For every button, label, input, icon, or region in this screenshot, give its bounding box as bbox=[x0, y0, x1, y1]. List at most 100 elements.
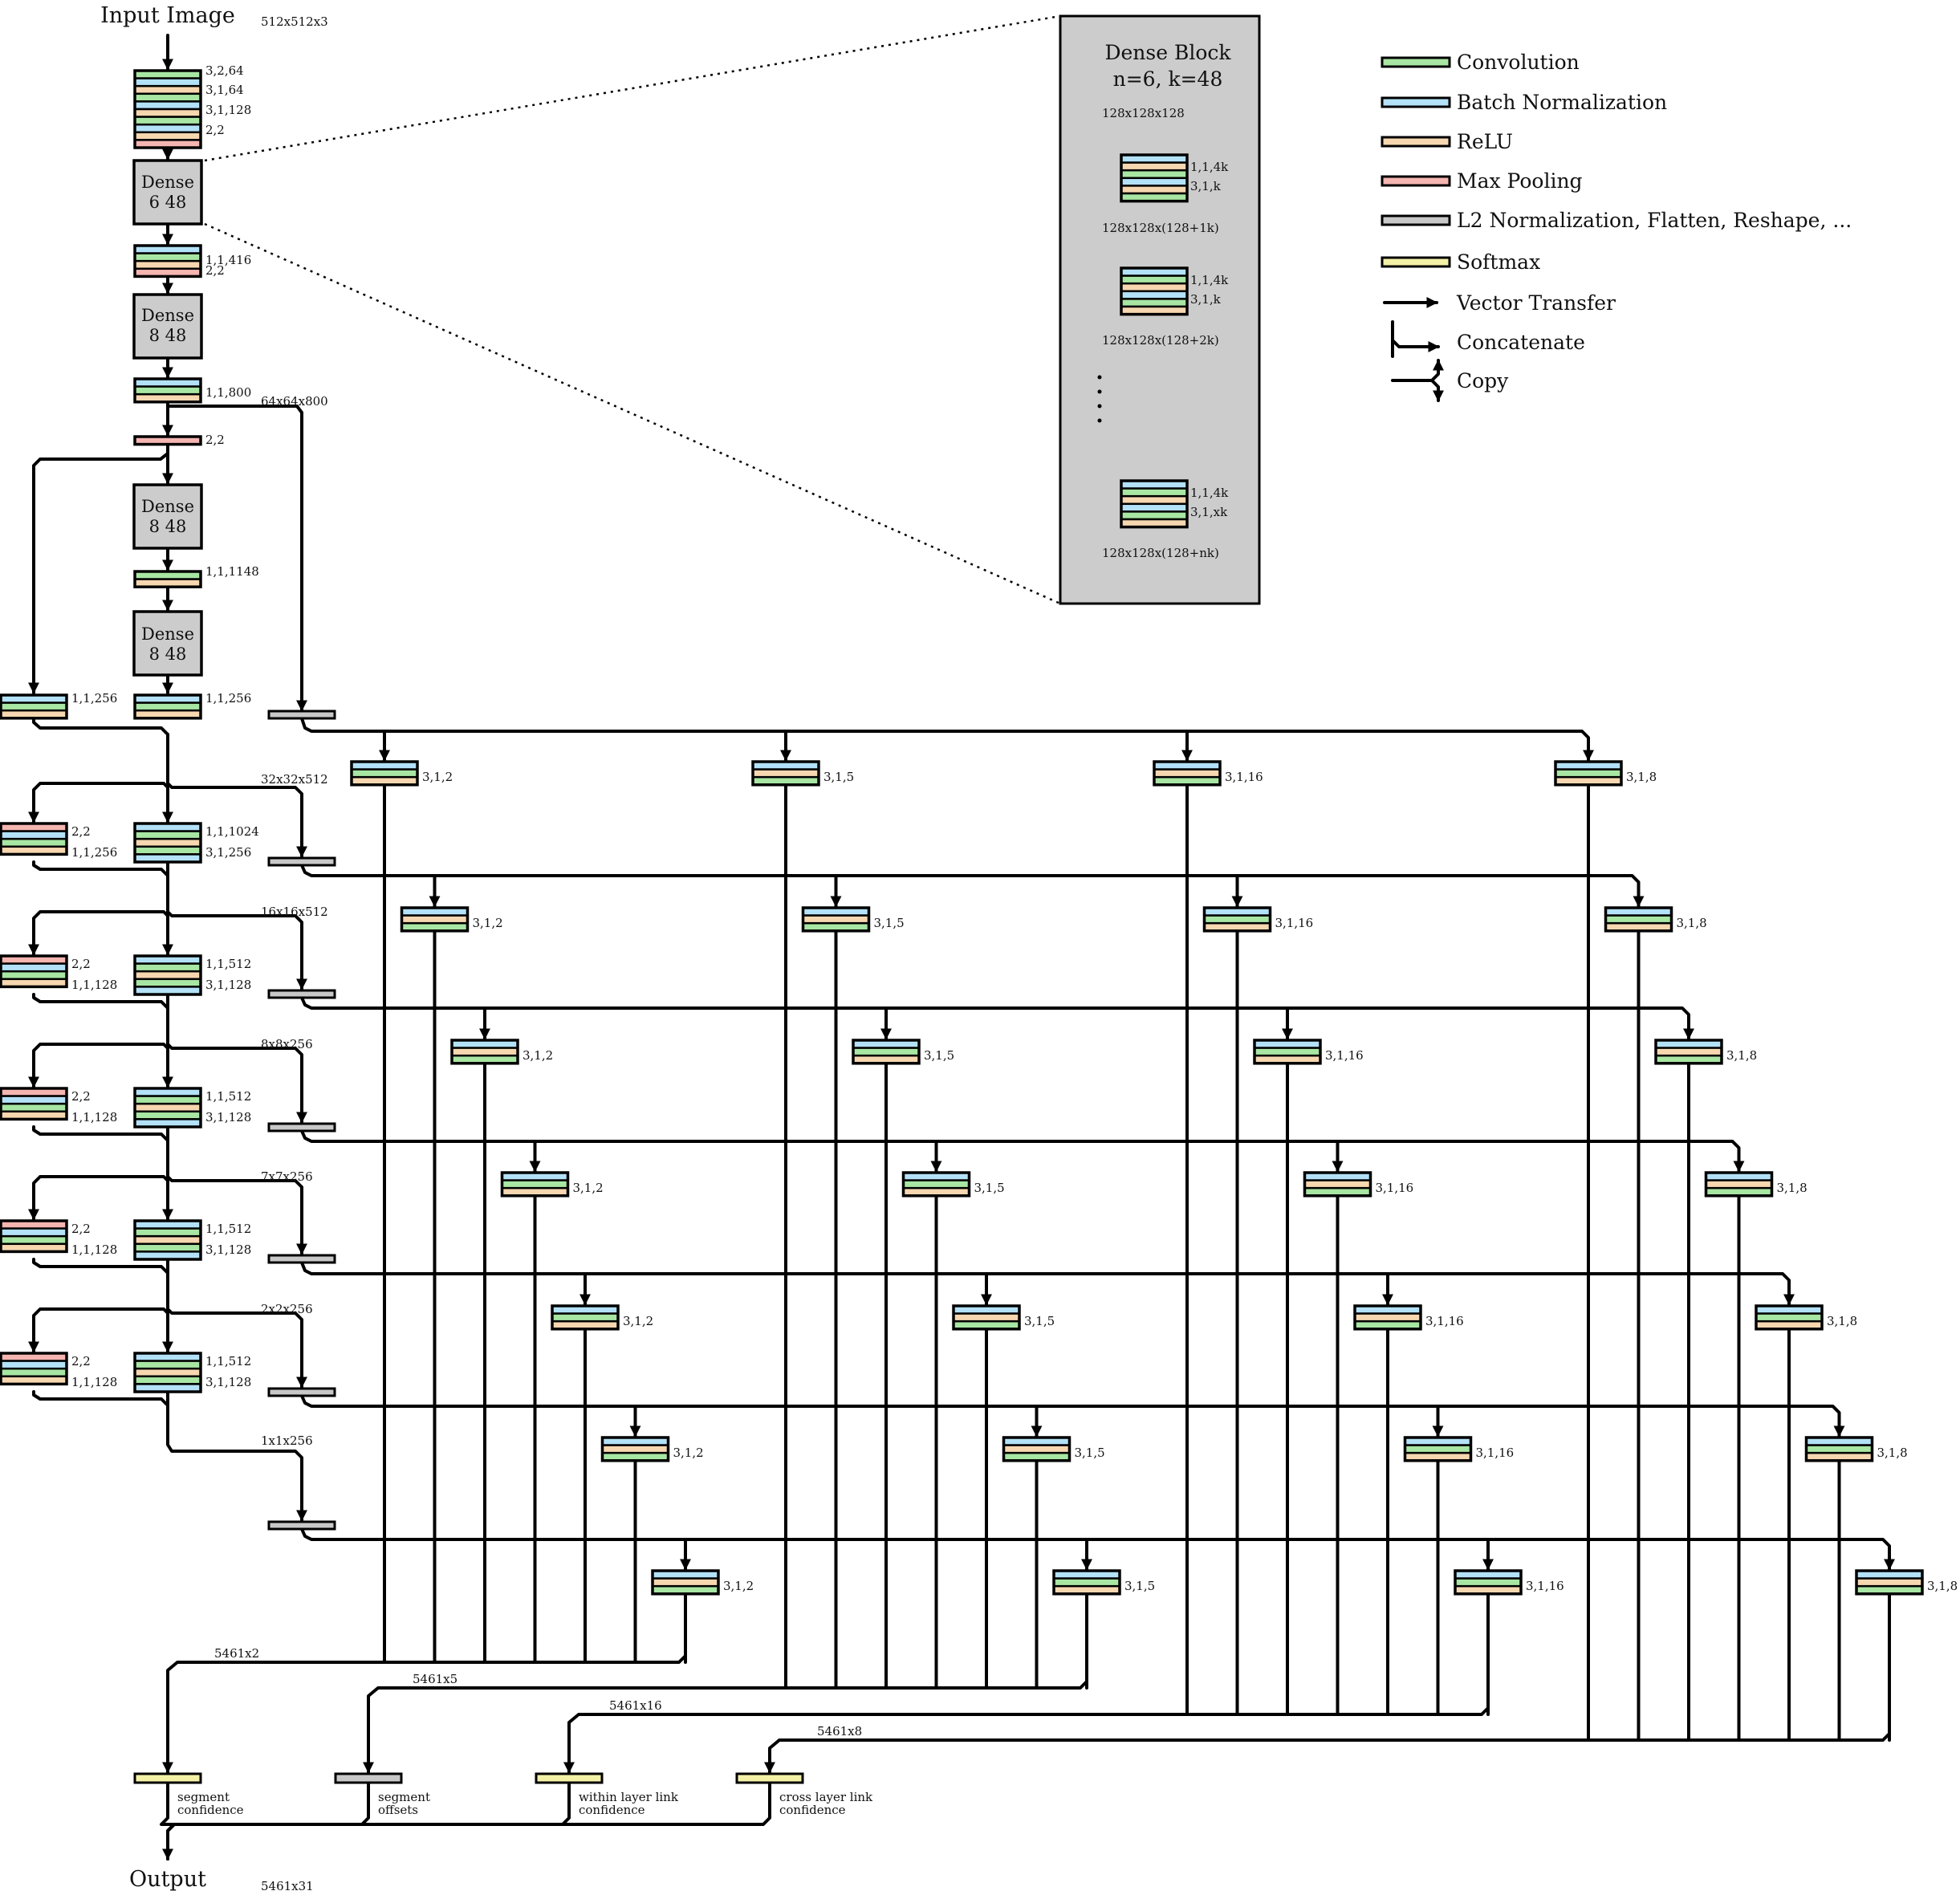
final-trunk-wire bbox=[166, 1392, 307, 1522]
head-label: 3,1,16 bbox=[1376, 1181, 1414, 1195]
conv-layer-strip bbox=[133, 1095, 202, 1105]
zoom-line-top bbox=[204, 14, 1061, 162]
left-branch-block bbox=[0, 1219, 68, 1254]
left-branch-pool-label: 2,2 bbox=[71, 1222, 91, 1236]
conv-layer-strip bbox=[133, 1360, 202, 1370]
conv-layer-strip bbox=[133, 116, 202, 126]
dense-block-3 bbox=[132, 483, 203, 550]
relu-layer-strip bbox=[1002, 1444, 1071, 1454]
relu-layer-strip bbox=[133, 1102, 202, 1113]
dense-2-params: 8 48 bbox=[149, 326, 187, 345]
prediction-head-block bbox=[801, 906, 871, 933]
layer-block-outline bbox=[1654, 1039, 1723, 1065]
head-output-name: confidence bbox=[779, 1803, 846, 1817]
transition-block-3 bbox=[133, 570, 202, 588]
head-bus-wire bbox=[300, 996, 1694, 1040]
bn-layer-strip bbox=[1120, 502, 1189, 513]
feature-size-label: 2x2x256 bbox=[261, 1302, 313, 1316]
head-label: 3,1,16 bbox=[1425, 1314, 1464, 1328]
dense-unit-conv-b-label: 3,1,k bbox=[1190, 292, 1222, 307]
head-output-size: 5461x16 bbox=[609, 1698, 662, 1713]
layer-block-outline bbox=[350, 760, 419, 787]
dense-unit-conv-b-label: 3,1,xk bbox=[1190, 505, 1228, 519]
trunk-conv-b-label: 3,1,256 bbox=[205, 845, 251, 860]
conv-layer-strip bbox=[133, 1375, 202, 1385]
head-label: 3,1,8 bbox=[1827, 1314, 1857, 1328]
stem-label: 3,2,64 bbox=[205, 63, 244, 78]
head-output-block bbox=[535, 1772, 604, 1784]
conv-layer-strip bbox=[133, 845, 202, 856]
layer-block-outline bbox=[1303, 1171, 1372, 1198]
ellipsis-dot bbox=[1097, 418, 1102, 423]
relu-layer-strip bbox=[1353, 1312, 1422, 1323]
layer-block-outline bbox=[1604, 906, 1673, 933]
layer-block-outline bbox=[1153, 760, 1222, 787]
left-branch-conv-label: 1,1,128 bbox=[71, 1375, 117, 1389]
left-branch-conv-label: 1,1,128 bbox=[71, 978, 117, 992]
pool-block-2 bbox=[133, 435, 202, 446]
transition-3-label: 1,1,1148 bbox=[205, 564, 259, 579]
softmax-legend-swatch bbox=[1381, 256, 1451, 268]
output-gather-wire bbox=[162, 1629, 687, 1774]
conv-layer-strip bbox=[133, 385, 202, 396]
prediction-head-block bbox=[1052, 1569, 1121, 1596]
prediction-head-block bbox=[1002, 1436, 1071, 1462]
left-branch-conv-label: 1,1,128 bbox=[71, 1110, 117, 1124]
fork-right-wire bbox=[166, 1307, 307, 1389]
relu-layer-strip bbox=[401, 914, 469, 925]
dense-4-params: 8 48 bbox=[149, 645, 187, 664]
conv-layer-strip bbox=[133, 1110, 202, 1120]
left-branch-pool-label: 2,2 bbox=[71, 1354, 91, 1368]
legend-label: Convolution bbox=[1457, 51, 1580, 74]
fork-left-wire bbox=[28, 1175, 169, 1221]
layer-block-outline bbox=[1454, 1569, 1523, 1596]
conv-layer-strip bbox=[0, 837, 68, 848]
legend-label: Vector Transfer bbox=[1456, 291, 1616, 315]
conv-layer-strip bbox=[551, 1312, 620, 1323]
layer-block-outline bbox=[1855, 1569, 1924, 1596]
conv-layer-strip bbox=[1253, 1047, 1322, 1057]
trunk-conv-b-label: 3,1,128 bbox=[205, 978, 251, 992]
layer-block-outline bbox=[450, 1039, 519, 1065]
left-branch-pool-label: 2,2 bbox=[71, 957, 91, 971]
relu-layer-strip bbox=[133, 259, 202, 270]
head-output-name: segment bbox=[378, 1790, 430, 1804]
relu-layer-strip bbox=[1705, 1179, 1773, 1189]
conv-legend-swatch bbox=[1381, 56, 1451, 68]
trunk-conv-b-label: 3,1,128 bbox=[205, 1242, 251, 1257]
layer-block-outline bbox=[1554, 760, 1623, 787]
fork-left-wire bbox=[28, 782, 169, 823]
left-branch-block bbox=[0, 1352, 68, 1386]
dense-detail-subtitle: n=6, k=48 bbox=[1113, 67, 1223, 91]
layer-block-outline bbox=[1120, 153, 1189, 203]
dense-detail-size: 128x128x(128+nk) bbox=[1102, 546, 1219, 560]
layer-block-outline bbox=[133, 1352, 202, 1393]
dense-1-title: Dense bbox=[141, 173, 194, 192]
legend-label: Max Pooling bbox=[1457, 169, 1583, 193]
conv-layer-strip bbox=[1604, 914, 1673, 925]
head-label: 3,1,5 bbox=[874, 916, 905, 930]
prediction-head-block bbox=[1454, 1569, 1523, 1596]
layer-block-outline bbox=[1002, 1436, 1071, 1462]
legend-label: Copy bbox=[1457, 369, 1509, 392]
head-output-block bbox=[334, 1772, 403, 1784]
conv-layer-strip bbox=[133, 962, 202, 973]
transition-2-label: 1,1,800 bbox=[205, 385, 251, 400]
left-branch-pool-label: 2,2 bbox=[71, 824, 91, 839]
head-label: 3,1,16 bbox=[1476, 1446, 1515, 1460]
trunk-conv-b-label: 3,1,128 bbox=[205, 1110, 251, 1124]
layer-block-outline bbox=[1202, 906, 1272, 933]
feature-size-label: 1x1x256 bbox=[261, 1433, 313, 1448]
conv-layer-strip bbox=[1052, 1577, 1121, 1588]
fork-right-wire bbox=[166, 782, 307, 858]
head-label: 3,1,5 bbox=[924, 1048, 954, 1063]
layer-block-outline bbox=[133, 822, 202, 864]
fork-left-wire bbox=[28, 1307, 169, 1353]
prediction-head-block bbox=[1704, 1171, 1774, 1198]
relu-layer-strip bbox=[1855, 1577, 1924, 1588]
prediction-head-block bbox=[1554, 760, 1623, 787]
head-label: 3,1,5 bbox=[823, 770, 854, 784]
head-output-name: offsets bbox=[378, 1803, 418, 1817]
layer-block-outline bbox=[133, 1219, 202, 1261]
layer-block-outline bbox=[1120, 266, 1189, 316]
